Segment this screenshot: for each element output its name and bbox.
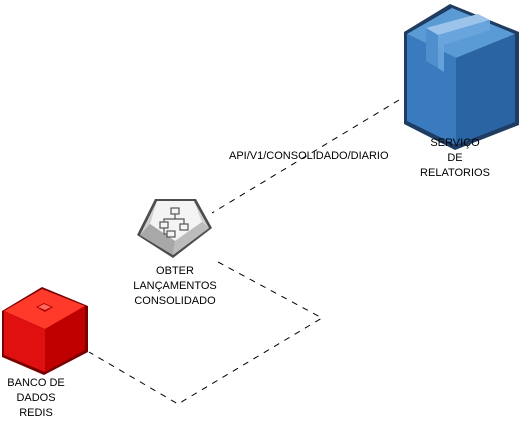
keyboard-key-icon[interactable] (137, 199, 212, 258)
edge-label: API/V1/CONSOLIDADO/DIARIO (229, 150, 389, 162)
edge-service-to-query[interactable] (211, 99, 400, 214)
service-label: SERVIÇO DE RELATORIOS (410, 136, 500, 181)
box-icon[interactable] (404, 4, 519, 150)
redis-label-line: DADOS (16, 392, 56, 404)
query-label: OBTER LANÇAMENTOS CONSOLIDADO (120, 264, 230, 309)
query-label-line: OBTER (156, 265, 194, 277)
service-label-line: RELATORIOS (420, 167, 490, 179)
service-label-line: SERVIÇO (430, 137, 480, 149)
redis-label-line: REDIS (19, 407, 53, 419)
redis-database-icon[interactable] (2, 287, 88, 375)
query-label-line: LANÇAMENTOS (133, 280, 217, 292)
service-label-line: DE (447, 152, 463, 164)
redis-label: BANCO DE DADOS REDIS (0, 376, 72, 421)
redis-label-line: BANCO DE (7, 377, 65, 389)
connectors (88, 99, 400, 405)
query-label-line: CONSOLIDADO (134, 295, 216, 307)
edge-query-to-redis[interactable] (88, 261, 324, 405)
